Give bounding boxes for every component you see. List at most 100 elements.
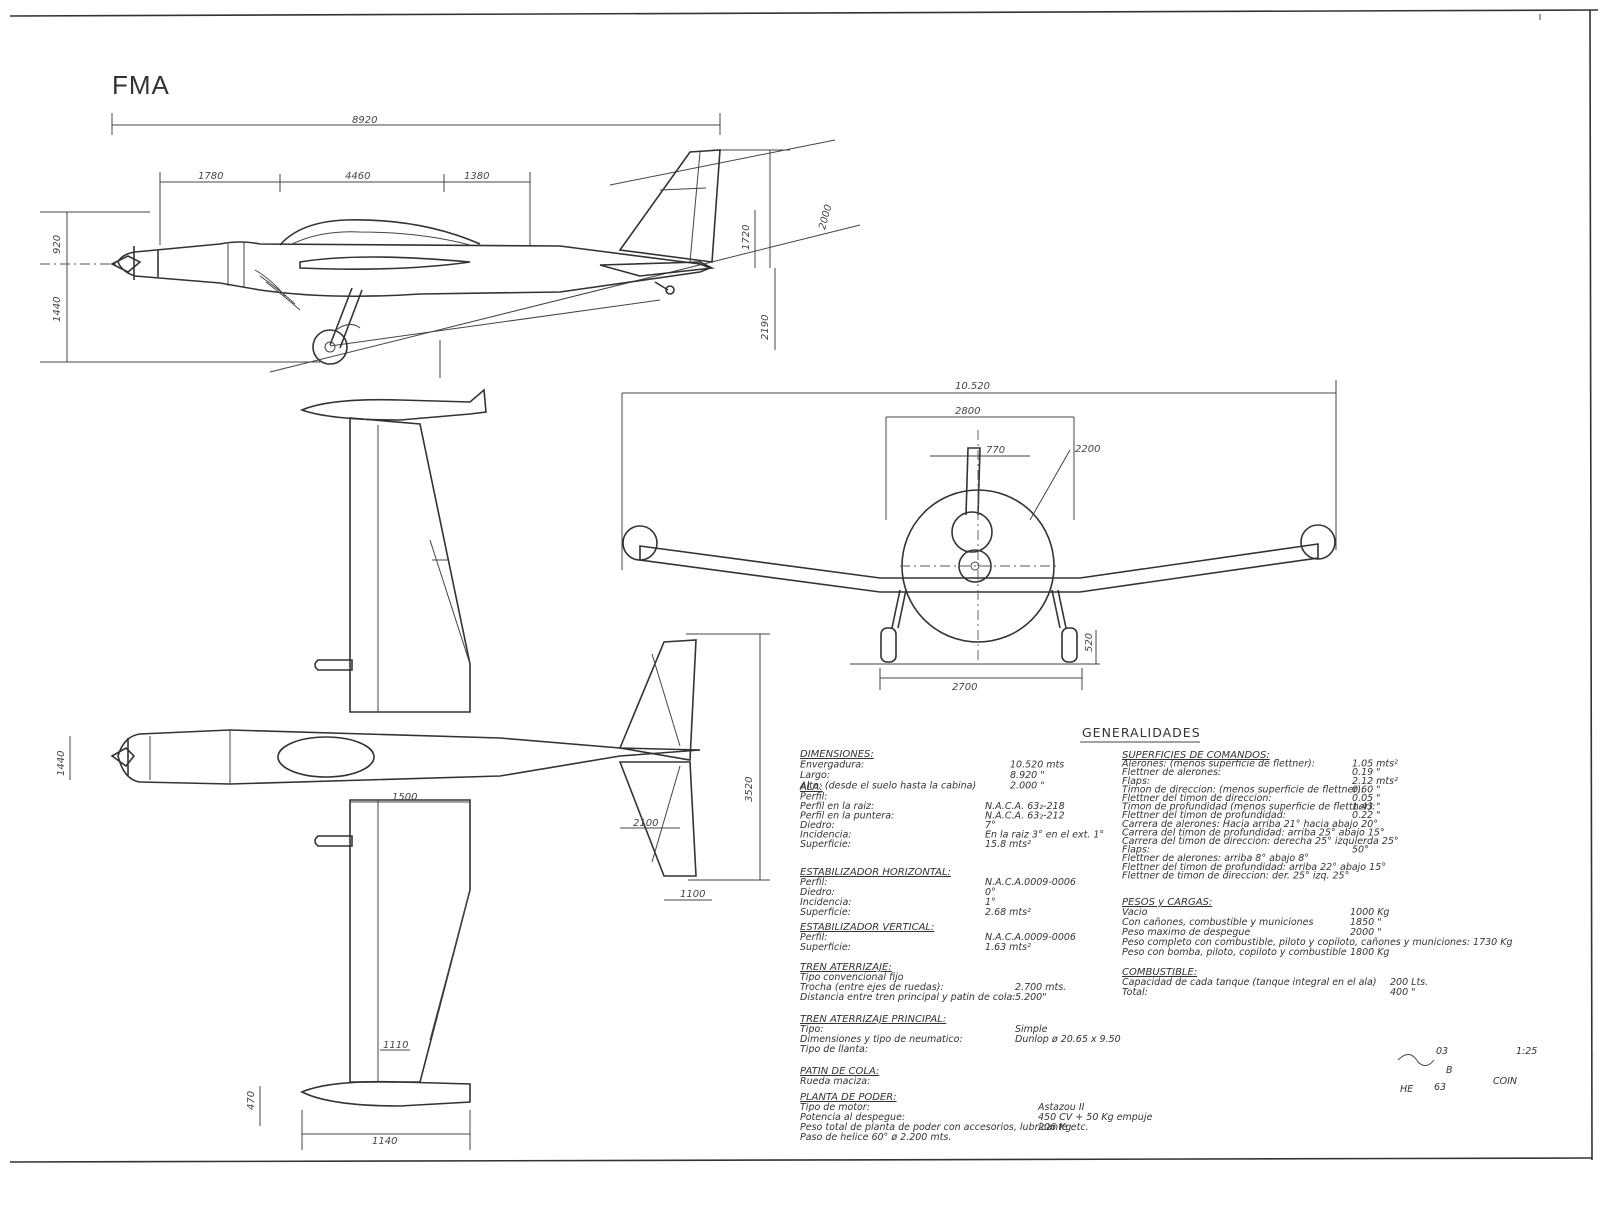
- mark-a: 03: [1436, 1046, 1448, 1057]
- title-block: 1:25 COIN 03 B 63 HE: [1397, 1046, 1537, 1095]
- dim-front-fin: 770: [986, 445, 1005, 456]
- spec-label: Perfil:: [800, 932, 827, 943]
- spec-value: 1.43 ": [1352, 802, 1381, 813]
- spec-label: Carrera del timon de profundidad: arriba…: [1122, 827, 1385, 838]
- spec-label: Diedro:: [800, 820, 835, 831]
- spec-label: Envergadura:: [800, 760, 864, 771]
- dim-front-track-wide: 2800: [955, 406, 980, 417]
- spec-value: En la raiz 3° en el ext. 1°: [985, 830, 1104, 841]
- spec-value: N.A.C.A.0009-0006: [985, 877, 1076, 888]
- sheet-border: [9, 9, 1599, 1163]
- spec-label: Tipo:: [800, 1024, 824, 1035]
- spec-label: Flettner del timon de profundidad:: [1122, 810, 1286, 821]
- spec-label: Dimensiones y tipo de neumatico:: [800, 1034, 963, 1045]
- spec-value: 1800 Kg: [1350, 947, 1389, 958]
- spec-value: 450 CV + 50 Kg empuje: [1038, 1112, 1152, 1123]
- spec-heading-tren_principal: TREN ATERRIZAJE PRINCIPAL:: [800, 1014, 946, 1025]
- spec-label: Flettner del timon de direccion:: [1122, 793, 1272, 804]
- spec-label: Timon de direccion: (menos superficie de…: [1122, 784, 1364, 795]
- spec-value: 2.700 mts.: [1015, 982, 1066, 993]
- dim-front-prop: 2200: [1075, 444, 1100, 455]
- dim-side-body-h: 920: [52, 235, 63, 254]
- spec-value: 1°: [985, 897, 996, 908]
- dim-front-span: 10.520: [955, 381, 990, 392]
- spec-label: Carrera del timon de direccion: derecha …: [1122, 836, 1399, 847]
- spec-value: 2.000 ": [1010, 781, 1045, 792]
- spec-label: Incidencia:: [800, 830, 851, 841]
- spec-label: Peso total de planta de poder con acceso…: [800, 1122, 1089, 1133]
- dim-side-total: 8920: [352, 115, 377, 126]
- spec-heading-superficies: SUPERFICIES DE COMANDOS:: [1122, 750, 1270, 761]
- page-title: FMA: [112, 70, 170, 100]
- top-view: 3520 2100 1100 1500 470 1140 1440 1110: [56, 388, 770, 1150]
- spec-label: Potencia al despegue:: [800, 1112, 905, 1123]
- spec-heading-dimensiones: DIMENSIONES:: [800, 749, 874, 760]
- spec-label: Total:: [1122, 987, 1148, 998]
- spec-label: Distancia entre tren principal y patin d…: [800, 992, 1016, 1003]
- spec-value: N.A.C.A. 63₂-218: [985, 801, 1065, 812]
- dim-front-gear-h: 520: [1084, 633, 1095, 652]
- spec-column-left: DIMENSIONES:Envergadura:10.520 mtsLargo:…: [799, 749, 1152, 1143]
- front-view: 10.520 2800 770 2200: [621, 380, 1337, 693]
- dim-top-tail-span: 3520: [744, 777, 755, 802]
- dim-side-nose: 1780: [198, 171, 223, 182]
- dim-side-tail: 1380: [464, 171, 489, 182]
- spec-label: Flaps:: [1122, 776, 1150, 787]
- dim-top-fus-w: 1110: [383, 1040, 408, 1051]
- spec-value: Simple: [1015, 1024, 1048, 1035]
- spec-label: Con cañones, combustible y municiones: [1122, 917, 1314, 928]
- dim-side-tail-h: 2190: [760, 315, 771, 340]
- spec-label: Rueda maciza:: [800, 1076, 870, 1087]
- dim-top-tip-b: 1140: [372, 1136, 397, 1147]
- spec-value: 1000 Kg: [1350, 907, 1389, 918]
- mark-b: B: [1446, 1065, 1453, 1076]
- spec-value: 0.22 ": [1352, 810, 1381, 821]
- spec-value: 0.05 ": [1352, 793, 1381, 804]
- scale-label: 1:25: [1516, 1046, 1537, 1057]
- spec-value: Astazou II: [1037, 1102, 1085, 1113]
- spec-value: 2.68 mts²: [985, 907, 1031, 918]
- spec-label: Flettner del timon de profundidad: arrib…: [1122, 862, 1386, 873]
- spec-label: Flettner de alerones:: [1122, 767, 1221, 778]
- spec-label: Flaps:: [1122, 845, 1150, 856]
- dim-side-mid: 4460: [345, 171, 370, 182]
- spec-label: Perfil:: [800, 792, 827, 803]
- spec-value: 2.12 mts²: [1352, 776, 1398, 787]
- dim-side-fin-mid: 1720: [741, 225, 752, 250]
- spec-label: Incidencia:: [800, 897, 851, 908]
- spec-label: Vacio: [1122, 907, 1148, 918]
- drawing-code: COIN: [1493, 1076, 1517, 1087]
- spec-label: Superficie:: [800, 907, 851, 918]
- spec-value: N.A.C.A. 63₂-212: [985, 811, 1065, 822]
- spec-value: N.A.C.A.0009-0006: [985, 932, 1076, 943]
- dim-front-track: 2700: [952, 682, 977, 693]
- spec-heading-patin: PATIN DE COLA:: [800, 1066, 879, 1077]
- spec-label: Tipo convencional fijo: [800, 972, 904, 983]
- spec-value: 8.920 ": [1010, 770, 1045, 781]
- spec-label: Tipo de llanta:: [800, 1044, 868, 1055]
- dim-top-tip-a: 470: [246, 1091, 257, 1110]
- spec-label: Peso completo con combustible, piloto y …: [1122, 937, 1513, 948]
- spec-column-right: SUPERFICIES DE COMANDOS:Alerones: (menos…: [1121, 750, 1513, 998]
- spec-label: Perfil:: [800, 877, 827, 888]
- spec-label: Timon de profundidad (menos superficie d…: [1122, 802, 1375, 813]
- spec-value: 1850 ": [1350, 917, 1382, 928]
- dim-top-tail-root: 2100: [633, 818, 658, 829]
- dim-top-wing-root: 1500: [392, 792, 417, 803]
- spec-value: 206 Kg: [1038, 1122, 1071, 1133]
- spec-value: 15.8 mts²: [985, 839, 1031, 850]
- spec-value: 2000 ": [1350, 927, 1382, 938]
- spec-value: Dunlop ø 20.65 x 9.50: [1015, 1034, 1121, 1045]
- dim-top-tail-chord: 1100: [680, 889, 705, 900]
- spec-label: Paso de helice 60° ø 2.200 mts.: [800, 1132, 951, 1143]
- spec-value: 10.520 mts: [1010, 760, 1064, 771]
- spec-label: Perfil en la puntera:: [800, 811, 894, 822]
- spec-heading-planta: PLANTA DE PODER:: [800, 1092, 897, 1103]
- spec-value: 1.63 mts²: [985, 942, 1031, 953]
- spec-label: Diedro:: [800, 887, 835, 898]
- spec-value: 0.60 ": [1352, 784, 1381, 795]
- side-view: 8920 1780 4460 1380 920 1440 1720 2000 2…: [40, 113, 861, 378]
- spec-value: 50°: [1352, 845, 1369, 856]
